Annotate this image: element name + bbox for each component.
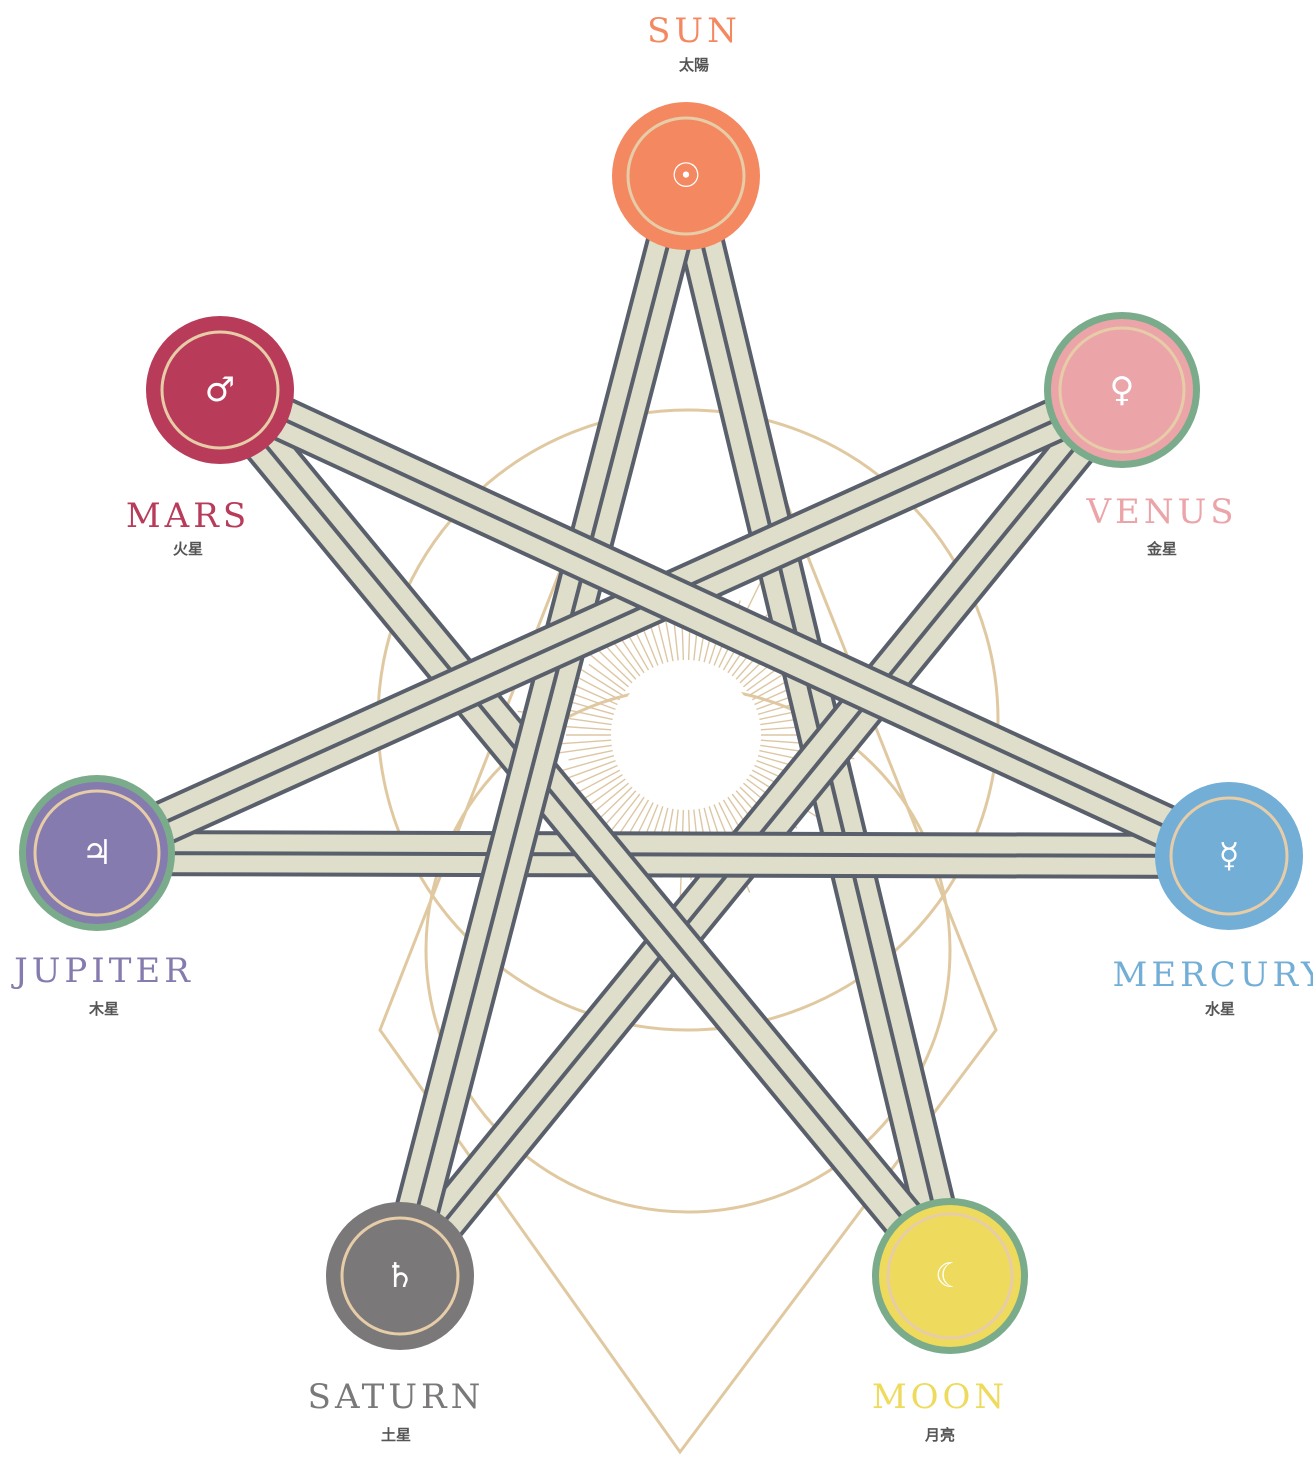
jupiter-symbol-icon: ♃ (82, 833, 112, 873)
mars-symbol-icon: ♂ (205, 370, 235, 410)
mars-node: ♂ MARS 火星 (126, 316, 294, 558)
moon-label: MOON (872, 1377, 1008, 1417)
venus-label: VENUS (1085, 492, 1237, 532)
mars-label: MARS (126, 496, 250, 536)
sun-label: SUN (647, 11, 741, 51)
moon-node: ☾ MOON 月亮 (872, 1198, 1028, 1444)
mercury-label: MERCURY (1113, 955, 1313, 995)
jupiter-kanji-label: 木星 (88, 1000, 119, 1018)
venus-symbol-icon: ♀ (1110, 370, 1135, 410)
center-disc (616, 665, 756, 805)
sun-kanji-label: 太陽 (679, 56, 709, 74)
moon-symbol-icon: ☾ (935, 1256, 965, 1296)
venus-node: ♀ VENUS 金星 (1044, 312, 1238, 558)
mars-kanji-label: 火星 (173, 540, 203, 558)
sun-node: ☉ SUN 太陽 (612, 11, 760, 250)
saturn-symbol-icon: ♄ (385, 1256, 415, 1296)
mercury-kanji-label: 水星 (1205, 1000, 1235, 1018)
mercury-symbol-icon: ☿ (1219, 836, 1240, 876)
moon-kanji-label: 月亮 (924, 1426, 955, 1444)
venus-kanji-label: 金星 (1146, 540, 1177, 558)
saturn-label: SATURN (308, 1377, 485, 1417)
jupiter-label: JUPITER (11, 951, 194, 991)
sun-symbol-icon: ☉ (671, 156, 701, 196)
saturn-kanji-label: 土星 (381, 1426, 411, 1444)
saturn-node: ♄ SATURN 土星 (308, 1202, 485, 1444)
